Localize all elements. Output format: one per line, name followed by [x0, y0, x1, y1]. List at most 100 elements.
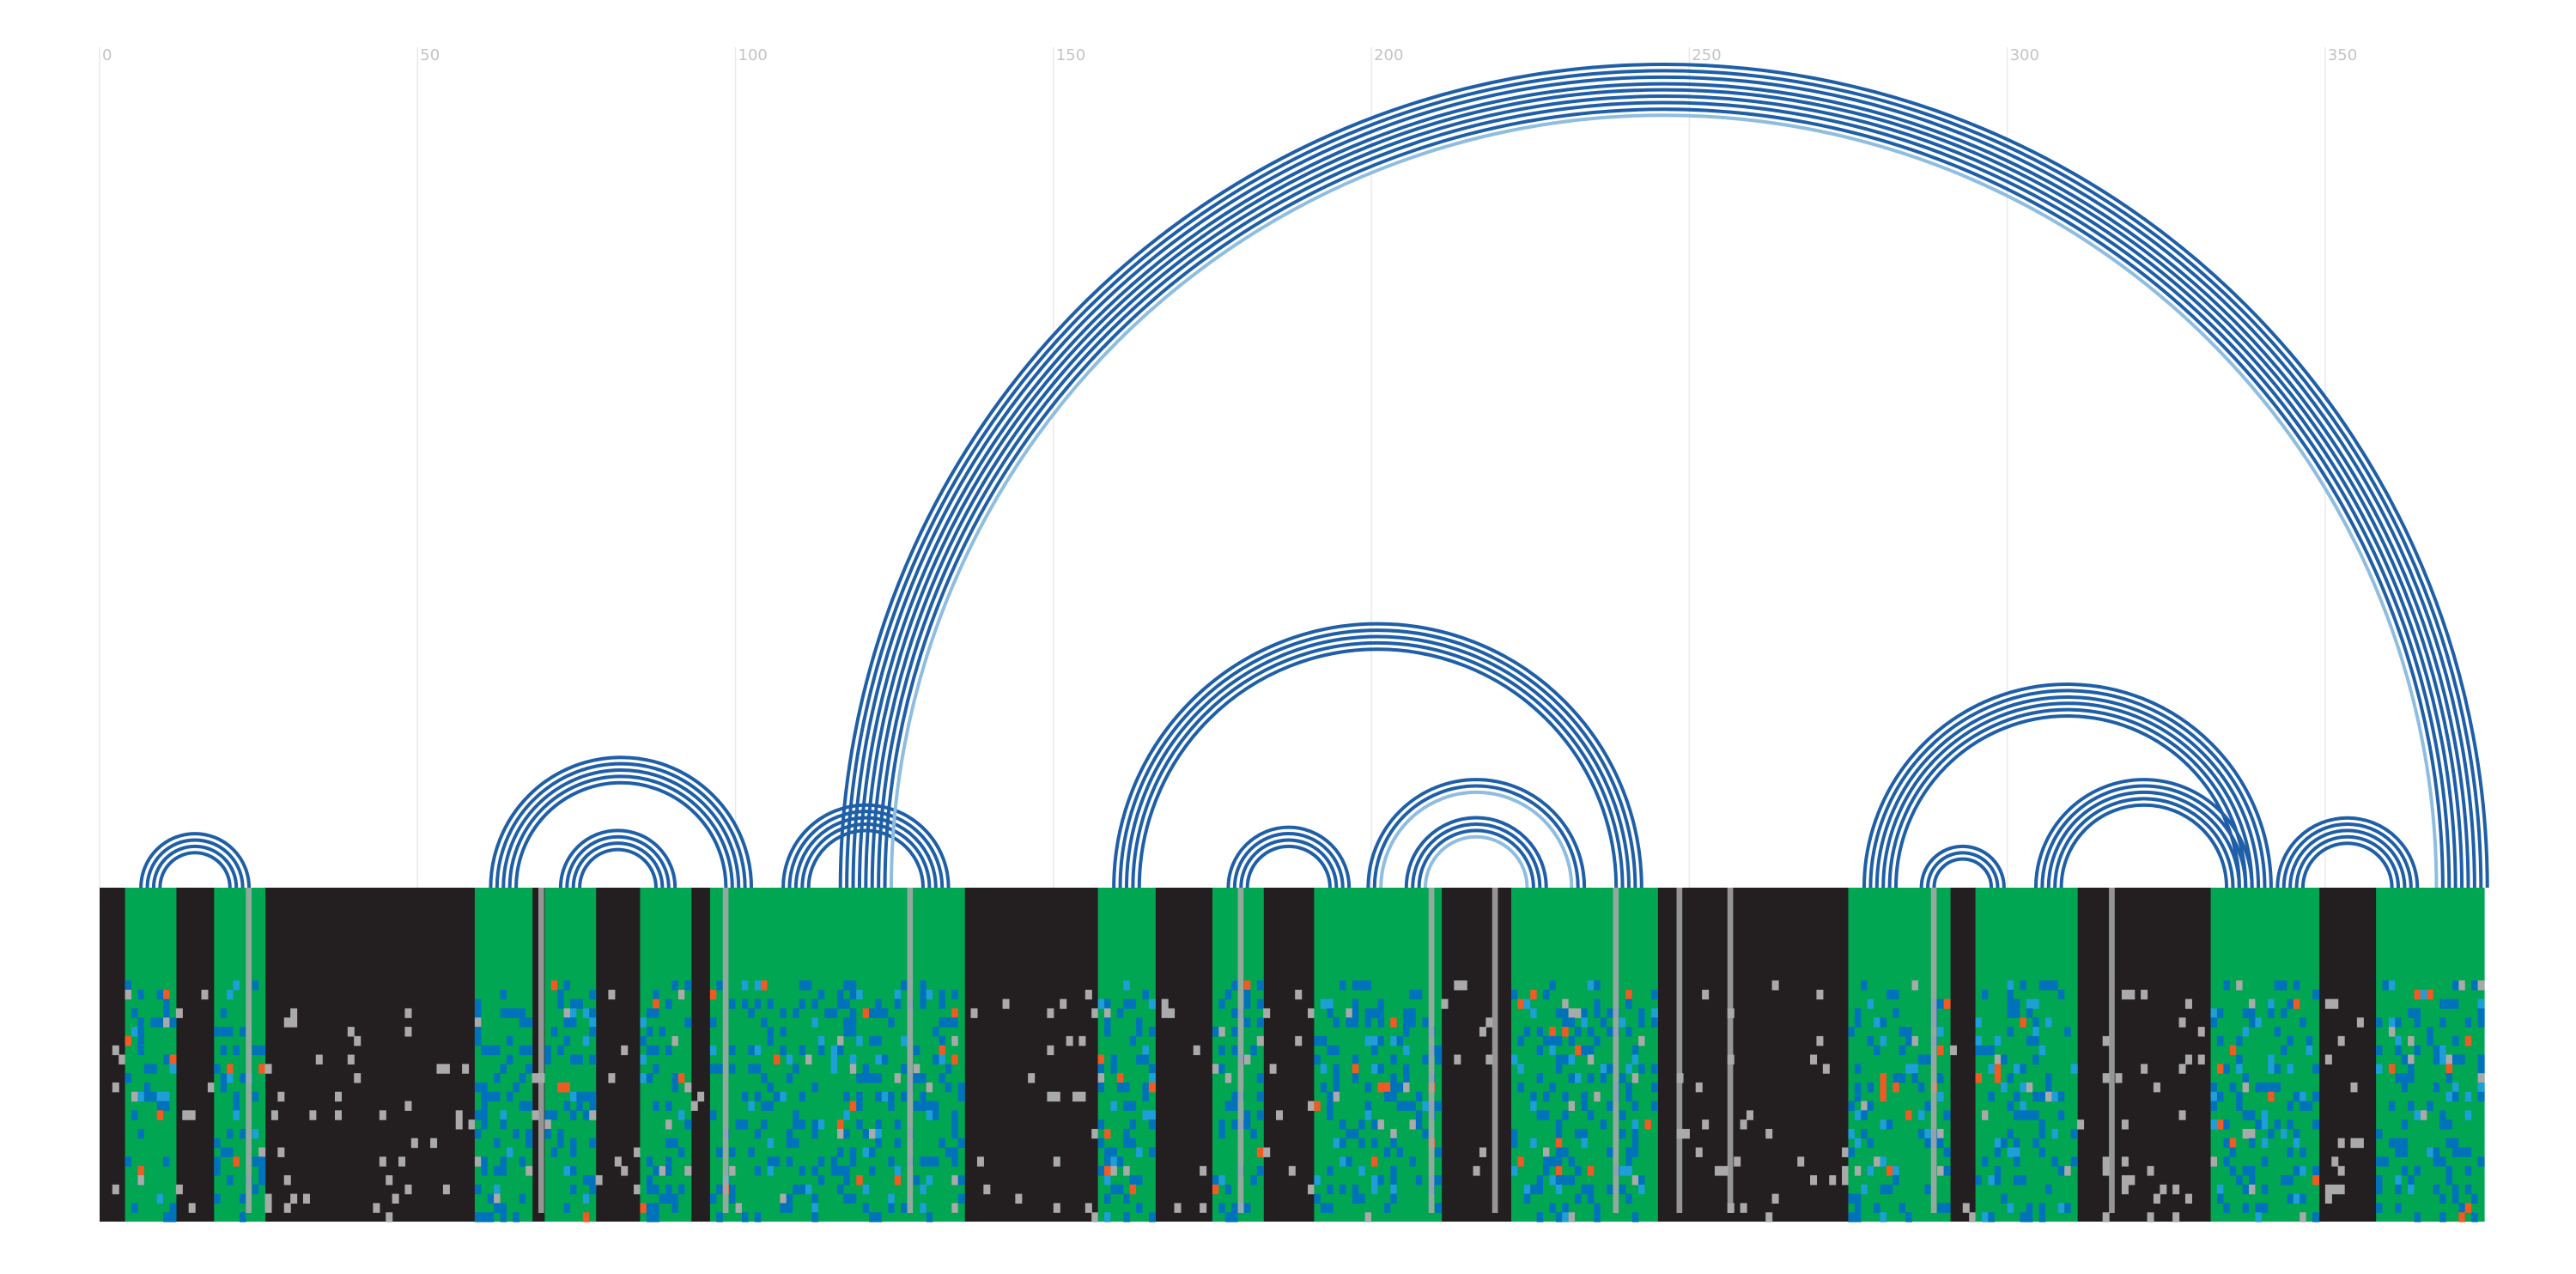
alignment-cell — [665, 998, 673, 1010]
alignment-cell — [2236, 1174, 2244, 1186]
alignment-cell — [1771, 1193, 1779, 1204]
alignment-cell — [1625, 1166, 1633, 1176]
alignment-cell — [1988, 1045, 1996, 1056]
alignment-cell — [1822, 1064, 1830, 1074]
alignment-cell — [2451, 1184, 2459, 1195]
alignment-cell — [2312, 1174, 2320, 1186]
alignment-cell — [1320, 1064, 1327, 1074]
alignment-cell — [156, 1091, 164, 1102]
alignment-cell — [933, 1110, 940, 1120]
alignment-cell — [2408, 1008, 2415, 1018]
alignment-cell — [1473, 1166, 1480, 1176]
alignment-cell — [386, 1174, 393, 1186]
alignment-cell — [2350, 1082, 2358, 1093]
alignment-cell — [2249, 1174, 2257, 1186]
alignment-cell — [1047, 1008, 1054, 1018]
alignment-cell — [1568, 1212, 1576, 1222]
paired-column — [1600, 888, 1607, 1222]
alignment-cell — [500, 1166, 507, 1176]
alignment-cell — [1625, 1091, 1633, 1102]
paired-column — [2420, 888, 2427, 1222]
alignment-cell — [1256, 1091, 1264, 1102]
alignment-cell — [1575, 1166, 1583, 1176]
alignment-cell — [2077, 1119, 2085, 1130]
alignment-cell — [290, 1017, 298, 1028]
alignment-cell — [1275, 1110, 1283, 1120]
paired-column — [1543, 888, 1551, 1222]
alignment-cell — [2014, 1174, 2021, 1186]
alignment-cell — [2229, 1045, 2237, 1056]
alignment-cell — [569, 1138, 577, 1149]
alignment-cell — [1517, 1035, 1525, 1046]
alignment-cell — [1256, 1073, 1264, 1083]
alignment-cell — [526, 1064, 533, 1074]
alignment-cell — [2115, 1073, 2123, 1083]
alignment-cell — [1517, 1156, 1525, 1167]
alignment-cell — [767, 1166, 775, 1176]
alignment-cell — [1422, 1128, 1430, 1139]
alignment-cell — [1327, 1101, 1334, 1111]
alignment-cell — [1243, 980, 1251, 991]
alignment-cell — [1631, 1054, 1639, 1065]
alignment-cell — [398, 1156, 406, 1167]
alignment-cell — [506, 1147, 513, 1157]
alignment-cell — [1441, 998, 1449, 1010]
alignment-cell — [830, 1045, 838, 1056]
alignment-cell — [2414, 1045, 2421, 1056]
alignment-cell — [1714, 1166, 1722, 1176]
alignment-cell — [2032, 1017, 2040, 1028]
alignment-cell — [1148, 1064, 1156, 1074]
alignment-cell — [2210, 1101, 2218, 1111]
paired-column — [2223, 888, 2231, 1222]
alignment-cell — [621, 1166, 629, 1176]
alignment-cell — [1148, 1119, 1156, 1130]
alignment-cell — [1581, 1184, 1589, 1195]
alignment-cell — [474, 1035, 482, 1046]
alignment-cell — [2184, 1054, 2192, 1065]
paired-column — [741, 888, 749, 1222]
alignment-cell — [252, 1156, 259, 1167]
alignment-cell — [1104, 1193, 1112, 1204]
alignment-cell — [2045, 1082, 2053, 1093]
alignment-cell — [2038, 980, 2046, 991]
alignment-cell — [869, 1128, 877, 1139]
alignment-cell — [513, 1082, 520, 1093]
alignment-cell — [888, 1156, 896, 1167]
alignment-cell — [1594, 998, 1601, 1010]
alignment-cell — [709, 1045, 717, 1056]
alignment-cell — [1396, 1101, 1404, 1111]
alignment-cell — [1174, 1203, 1182, 1213]
alignment-cell — [805, 1054, 812, 1065]
alignment-cell — [2007, 1128, 2014, 1139]
alignment-cell — [1097, 1119, 1105, 1130]
alignment-cell — [830, 1166, 838, 1176]
alignment-cell — [137, 1091, 145, 1102]
alignment-cell — [137, 1045, 145, 1056]
alignment-cell — [1333, 1082, 1340, 1093]
alignment-cell — [2121, 989, 2129, 1000]
alignment-cell — [1631, 1212, 1639, 1222]
alignment-cell — [1880, 1091, 1887, 1102]
alignment-cell — [1861, 1101, 1868, 1111]
alignment-cell — [2408, 1054, 2415, 1065]
alignment-cell — [1740, 1119, 1747, 1130]
alignment-cell — [2401, 1082, 2409, 1093]
alignment-cell — [837, 1166, 845, 1176]
alignment-cell — [1377, 1017, 1385, 1028]
alignment-cell — [2312, 989, 2320, 1000]
alignment-cell — [481, 1045, 489, 1056]
alignment-cell — [2445, 998, 2453, 1010]
alignment-cell — [2249, 1184, 2257, 1195]
alignment-cell — [214, 1027, 222, 1037]
alignment-cell — [1575, 1045, 1583, 1056]
alignment-cell — [939, 1045, 946, 1056]
alignment-cell — [811, 1082, 819, 1093]
alignment-cell — [2382, 980, 2390, 991]
alignment-cell — [799, 998, 806, 1010]
alignment-cell — [1650, 1101, 1658, 1111]
helix-arc — [870, 94, 2458, 889]
alignment-cell — [2178, 1110, 2186, 1120]
alignment-cell — [951, 1035, 959, 1046]
alignment-cell — [2032, 1110, 2040, 1120]
alignment-cell — [888, 1203, 896, 1213]
